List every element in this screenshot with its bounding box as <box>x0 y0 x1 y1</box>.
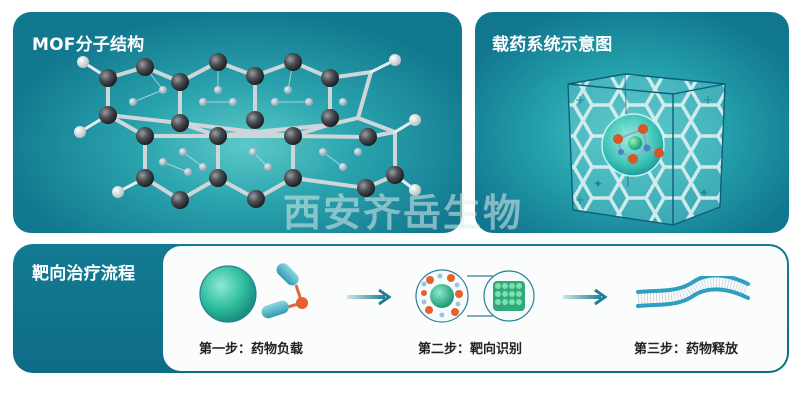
membrane-release-icon <box>636 276 752 308</box>
targeted-therapy-flow-panel: 靶向治疗流程 第一步：药物负载 <box>13 244 789 373</box>
flow-panel-title: 靶向治疗流程 <box>32 264 136 284</box>
drug-loading-system-panel: 载药系统示意图 + + ✦ ✦ + <box>475 12 789 233</box>
arrow-right-icon <box>563 288 608 306</box>
svg-text:+: + <box>575 193 585 207</box>
drug-system-panel-title: 载药系统示意图 <box>492 35 613 55</box>
mof-panel-title: MOF分子结构 <box>32 35 145 55</box>
step-1-label: 第一步：药物负载 <box>199 342 304 357</box>
svg-text:+: + <box>703 93 713 107</box>
mof-cage-illustration: + + ✦ ✦ + <box>567 73 726 226</box>
mof-molecule-illustration <box>74 53 421 209</box>
svg-text:✦: ✦ <box>593 177 603 191</box>
mof-structure-panel: MOF分子结构 <box>13 12 462 233</box>
flow-steps-container: 第一步：药物负载 第二步：靶向识别 <box>163 246 787 371</box>
watermark-text: 西安齐岳生物 <box>283 191 524 235</box>
svg-text:✦: ✦ <box>699 186 709 200</box>
arrow-right-icon <box>347 288 392 306</box>
svg-text:+: + <box>575 93 585 107</box>
step-2-label: 第二步：靶向识别 <box>418 342 523 357</box>
step-3-label: 第三步：药物释放 <box>634 342 739 357</box>
targeted-recognition-icon <box>415 269 535 323</box>
drug-loading-icon <box>199 263 308 323</box>
